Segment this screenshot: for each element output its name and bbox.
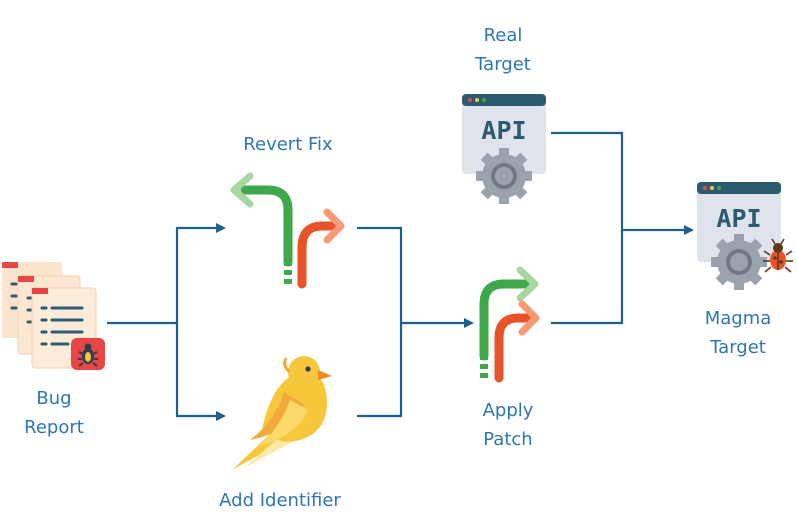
- magma-target-label-line1: Magma: [704, 308, 772, 329]
- branch-arrow-icon: [479, 266, 540, 383]
- apply-patch-label-line1: Apply: [482, 400, 534, 421]
- magma-target-label-line2: Target: [710, 337, 766, 358]
- api-text: API: [481, 116, 526, 145]
- connector-patch-to-merge: [551, 230, 624, 325]
- connector-identifier-to-merge: [357, 323, 403, 418]
- connector-split-to-revert: [175, 223, 226, 323]
- apply-patch-label: Apply Patch: [468, 396, 548, 454]
- real-target-label: Real Target: [463, 21, 543, 79]
- real-target-label-line1: Real: [483, 25, 523, 46]
- api-window-icon: API: [697, 182, 781, 262]
- branch-arrow-icon: [230, 172, 345, 289]
- bug-icon: [763, 238, 793, 273]
- api-window-icon: API: [462, 94, 546, 174]
- connector-real-to-merge: [551, 131, 624, 230]
- bug-icon: [71, 338, 105, 370]
- gear-icon: [476, 148, 532, 204]
- api-text: API: [716, 204, 761, 233]
- bug-report-label: Bug Report: [14, 384, 94, 442]
- magma-target-label: Magma Target: [698, 304, 778, 362]
- canary-bird-icon: [232, 356, 332, 470]
- add-identifier-label: Add Identifier: [219, 490, 341, 511]
- connector-revert-to-merge: [357, 226, 403, 323]
- gear-icon: [711, 234, 767, 290]
- bug-report-label-line1: Bug: [36, 388, 72, 409]
- bug-report-label-line2: Report: [24, 417, 84, 438]
- connectors: [107, 131, 694, 421]
- real-target-label-line2: Target: [475, 54, 531, 75]
- revert-fix-label: Revert Fix: [243, 134, 333, 155]
- connector-split-to-identifier: [175, 323, 226, 421]
- apply-patch-label-line2: Patch: [483, 429, 533, 450]
